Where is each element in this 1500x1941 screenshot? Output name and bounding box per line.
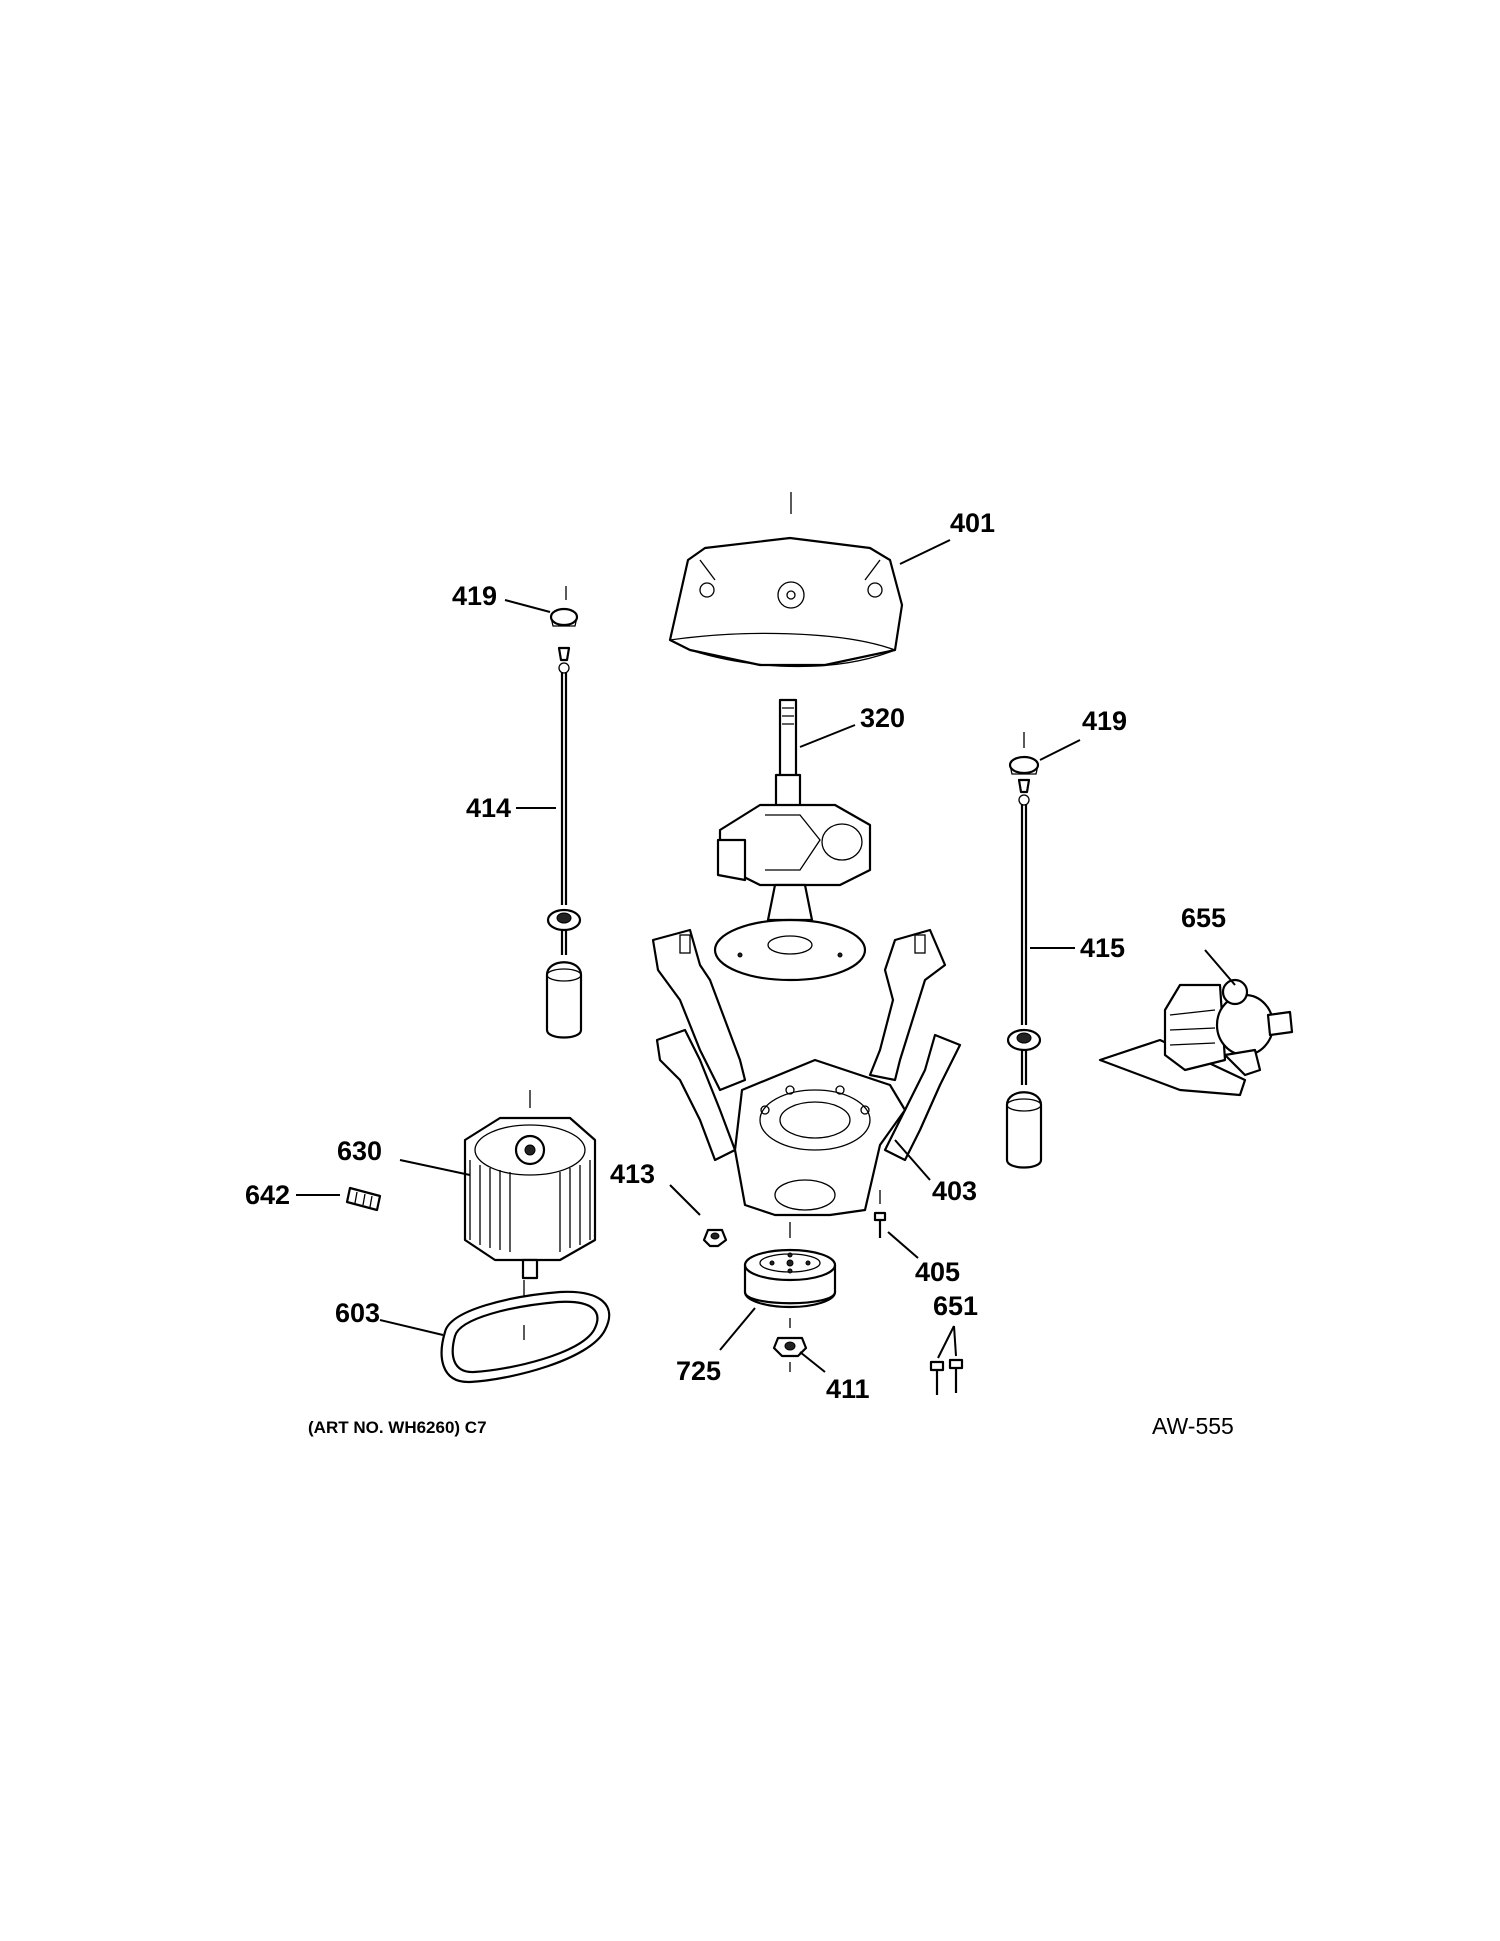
part-320-transmission[interactable] [713,698,872,982]
diagram-code: AW-555 [1152,1413,1234,1439]
callout-403: 403 [932,1176,977,1206]
part-603-belt[interactable] [440,1280,611,1384]
callout-405: 405 [915,1257,960,1287]
callout-419-left: 419 [452,581,497,611]
callout-413: 413 [610,1159,655,1189]
callout-411: 411 [826,1374,870,1404]
callout-603: 603 [335,1298,380,1328]
part-725-pulley[interactable] [743,1222,837,1309]
callout-415: 415 [1080,933,1125,963]
part-414-suspension-rod-left[interactable] [545,646,583,1039]
part-655-pump[interactable] [1098,978,1294,1097]
callout-642: 642 [245,1180,290,1210]
art-number-caption: (ART NO. WH6260) C7 [308,1418,487,1437]
part-419-left-cap[interactable] [549,586,579,627]
callout-320: 320 [860,703,905,733]
part-642-clip[interactable] [345,1186,382,1212]
part-411-pulley-nut[interactable] [772,1318,808,1372]
callout-401: 401 [950,508,995,538]
callout-651: 651 [933,1291,978,1321]
part-419-right-cap[interactable] [1008,732,1040,775]
callout-655: 655 [1181,903,1226,933]
callout-630: 630 [337,1136,382,1166]
part-405-screw[interactable] [873,1190,887,1238]
callout-725: 725 [676,1356,721,1386]
part-401-tub-shield[interactable] [668,492,904,668]
callout-419-right: 419 [1082,706,1127,736]
part-403-support-bracket[interactable] [651,928,962,1217]
callout-414: 414 [466,793,511,823]
part-413-nut[interactable] [702,1228,728,1248]
part-630-motor[interactable] [463,1090,597,1280]
part-415-suspension-rod-right[interactable] [1005,778,1043,1169]
part-651-bolts[interactable] [929,1358,964,1395]
